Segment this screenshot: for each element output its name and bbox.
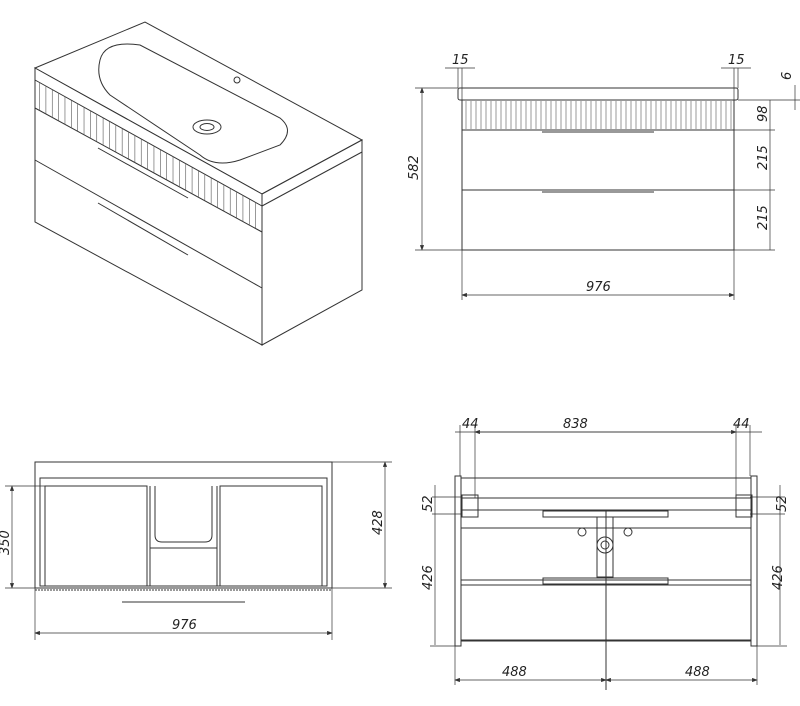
dim-bracket-right: 52 xyxy=(775,495,790,512)
dim-top-thickness: 6 xyxy=(780,72,795,80)
dim-depth: 428 xyxy=(371,510,386,535)
isometric-view xyxy=(33,21,364,346)
dim-half-left: 488 xyxy=(502,665,527,680)
back-view: 44 838 44 52 52 426 426 488 488 xyxy=(421,417,790,690)
dim-overhang-right: 15 xyxy=(728,53,745,68)
dim-height-right: 426 xyxy=(771,565,786,590)
dim-inner-depth: 350 xyxy=(0,530,13,555)
dim-half-right: 488 xyxy=(685,665,710,680)
dim-drawer-top: 215 xyxy=(756,145,771,170)
dim-width: 976 xyxy=(586,280,611,295)
dim-bracket-left: 52 xyxy=(421,495,436,512)
dim-drawer-bottom: 215 xyxy=(756,205,771,230)
dim-height-left: 426 xyxy=(421,565,436,590)
dim-flute-height: 98 xyxy=(756,105,771,122)
dim-span: 838 xyxy=(563,417,588,432)
dim-width: 976 xyxy=(172,618,197,633)
front-view: 15 15 6 582 98 215 215 976 xyxy=(407,53,800,300)
dim-height-total: 582 xyxy=(407,155,422,180)
dim-side-right: 44 xyxy=(733,417,750,432)
top-view: 350 428 976 xyxy=(0,461,392,640)
dim-side-left: 44 xyxy=(462,417,479,432)
dim-overhang-left: 15 xyxy=(452,53,469,68)
